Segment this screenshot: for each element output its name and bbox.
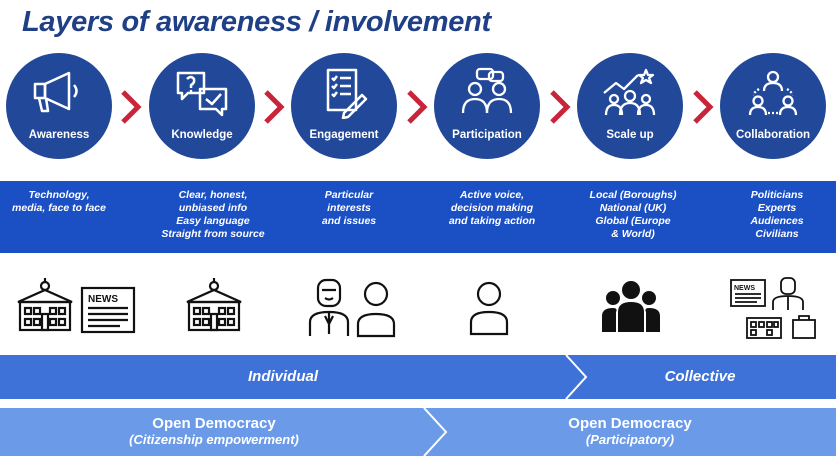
democracy-title: Open Democracy bbox=[568, 415, 692, 432]
stage-label: Knowledge bbox=[171, 129, 233, 141]
democracy-subtitle: (Participatory) bbox=[585, 432, 675, 447]
chevron-right-icon bbox=[121, 90, 142, 124]
stage-label: Awareness bbox=[28, 129, 90, 141]
official-person-icon bbox=[772, 277, 804, 310]
stage-collaboration: Collaboration bbox=[720, 53, 826, 159]
newspaper-icon bbox=[80, 286, 136, 334]
checklist-icon bbox=[326, 68, 368, 119]
democracy-box-participatory: Open Democracy (Participatory) bbox=[500, 415, 760, 447]
icons-engagement bbox=[308, 278, 396, 338]
detail-awareness: Technology, media, face to face bbox=[12, 189, 106, 214]
detail-scale-up: Local (Boroughs) National (UK) Global (E… bbox=[589, 189, 677, 240]
newspaper-text: NEWS bbox=[734, 285, 755, 292]
building-icon bbox=[746, 317, 782, 339]
chevron-right-icon bbox=[264, 90, 285, 124]
democracy-arrow-empowerment bbox=[0, 408, 446, 456]
government-building-icon bbox=[17, 278, 73, 332]
question-chat-icon bbox=[176, 71, 228, 117]
democracy-arrow-participatory bbox=[424, 408, 836, 456]
stage-label: Scale up bbox=[606, 129, 654, 141]
newspaper-icon bbox=[730, 279, 766, 307]
democracy-box-empowerment: Open Democracy (Citizenship empowerment) bbox=[84, 415, 344, 447]
icons-awareness: NEWS bbox=[17, 278, 136, 334]
detail-collaboration: Politicians Experts Audiences Civilians bbox=[750, 189, 804, 240]
person-icon bbox=[469, 281, 509, 336]
briefcase-icon bbox=[792, 315, 816, 339]
democracy-subtitle: (Citizenship empowerment) bbox=[129, 432, 299, 447]
chevron-right-icon bbox=[550, 90, 571, 124]
group-icon bbox=[602, 281, 660, 332]
stage-knowledge: Knowledge bbox=[149, 53, 255, 159]
collective-label: Collective bbox=[664, 368, 736, 385]
democracy-arrows bbox=[0, 408, 836, 456]
chevron-right-icon bbox=[407, 90, 428, 124]
chevron-right-icon bbox=[693, 90, 714, 124]
detail-engagement: Particular interests and issues bbox=[321, 189, 377, 227]
newspaper-text: NEWS bbox=[88, 294, 118, 305]
stage-awareness: Awareness bbox=[6, 53, 112, 159]
individual-arrow bbox=[0, 355, 586, 399]
diagram-title: Layers of awareness / involvement bbox=[22, 6, 491, 38]
crowd-growth-icon bbox=[603, 68, 656, 116]
icons-knowledge bbox=[186, 278, 242, 332]
scope-arrows bbox=[0, 355, 836, 399]
network-people-icon bbox=[748, 70, 798, 116]
detail-participation: Active voice, decision making and taking… bbox=[448, 189, 536, 227]
stage-label: Participation bbox=[452, 129, 522, 141]
details-band: Technology, media, face to face Clear, h… bbox=[0, 181, 836, 253]
stage-engagement: Engagement bbox=[291, 53, 397, 159]
collective-arrow bbox=[566, 355, 836, 399]
icons-scale-up bbox=[602, 281, 660, 332]
stage-label: Collaboration bbox=[735, 129, 811, 141]
official-person-icon bbox=[308, 278, 350, 336]
detail-knowledge: Clear, honest, unbiased info Easy langua… bbox=[161, 189, 265, 240]
individual-label: Individual bbox=[247, 368, 318, 385]
people-talking-icon bbox=[461, 67, 513, 114]
icons-participation bbox=[469, 281, 509, 336]
person-icon bbox=[356, 281, 396, 338]
icons-collaboration: NEWS bbox=[730, 277, 816, 339]
government-building-icon bbox=[186, 278, 242, 332]
stage-scale-up: Scale up bbox=[577, 53, 683, 159]
stage-label: Engagement bbox=[309, 129, 379, 141]
democracy-title: Open Democracy bbox=[152, 415, 276, 432]
megaphone-icon bbox=[33, 71, 78, 113]
stage-participation: Participation bbox=[434, 53, 540, 159]
